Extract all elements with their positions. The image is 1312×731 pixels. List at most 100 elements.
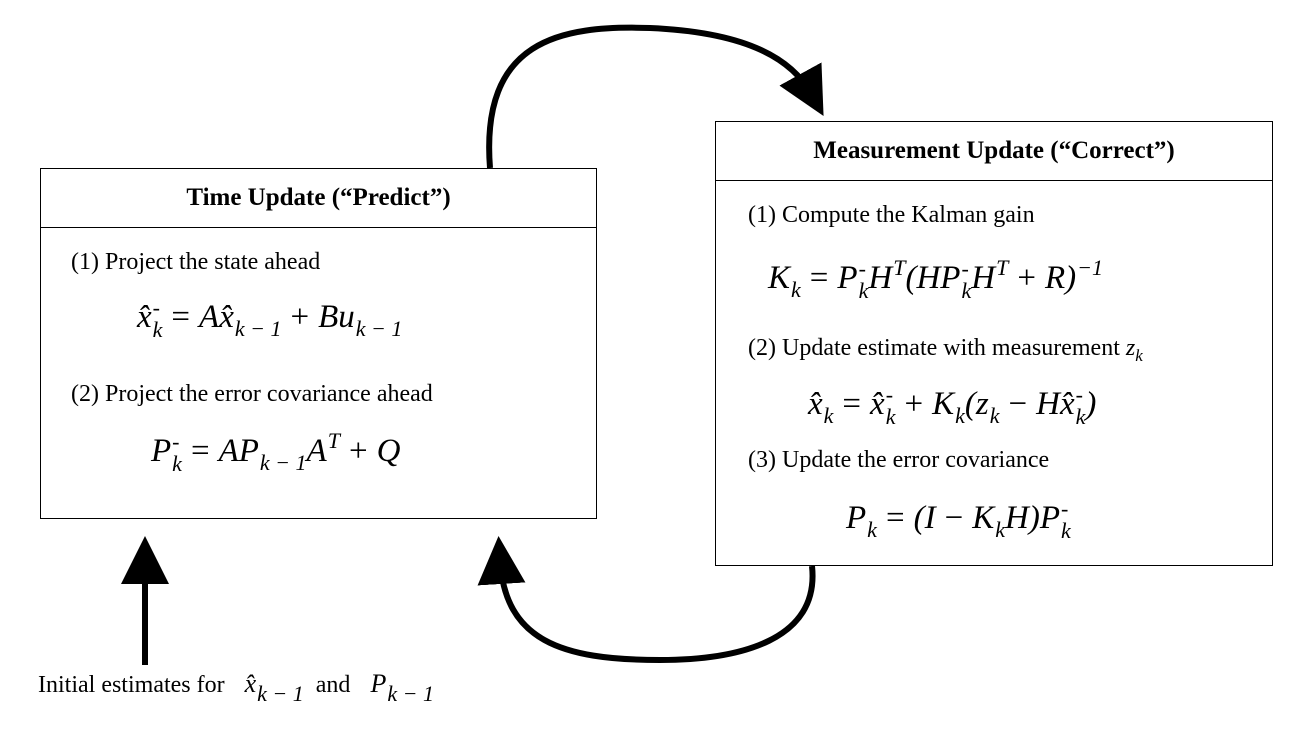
equation-operator: = xyxy=(190,433,210,469)
equation-operator: + xyxy=(1017,260,1036,296)
equation-symbol: A xyxy=(199,299,220,335)
subscript: k xyxy=(989,403,1000,428)
measurement-update-step-2: (2) Update estimate with measurement zk xyxy=(748,335,1143,366)
superscript: - xyxy=(172,429,180,454)
equation-symbol: I xyxy=(924,500,936,536)
equation-symbol: P-k xyxy=(151,429,182,476)
subscript: k xyxy=(1060,518,1071,543)
subscript: k − 1 xyxy=(257,681,304,706)
equation-operator: + xyxy=(348,433,368,469)
initial-and-text: and xyxy=(315,672,351,698)
measurement-update-title: Measurement Update (“Correct”) xyxy=(716,122,1272,181)
equation-symbol: ) xyxy=(1085,386,1097,422)
equation-symbol: x̂-k xyxy=(1059,382,1086,429)
subscript: k − 1 xyxy=(387,681,434,706)
equation-symbol: x̂k − 1 xyxy=(219,299,282,341)
equation-symbol: )−1 xyxy=(1065,255,1103,297)
equation-symbol: x̂-k xyxy=(137,295,163,342)
initial-estimates-text: Initial estimates for xyxy=(38,672,225,698)
initial-state-symbol: x̂k − 1 xyxy=(244,669,304,706)
subscript: k xyxy=(172,451,182,476)
subscript: k xyxy=(961,278,972,303)
measurement-variable-subscript: k xyxy=(1135,345,1143,365)
subscript: k xyxy=(1075,404,1086,429)
equation-symbol: P-k xyxy=(1039,496,1071,543)
subscript: k − 1 xyxy=(355,316,403,341)
superscript: T xyxy=(996,255,1009,280)
equation-operator: + xyxy=(290,299,310,335)
superscript: T xyxy=(327,428,340,453)
time-update-step-1: (1) Project the state ahead xyxy=(71,249,321,275)
equation-operator: = xyxy=(171,299,191,335)
subscript: k xyxy=(867,517,877,542)
subscript: k xyxy=(858,278,869,303)
equation-symbol: x̂k − 1 xyxy=(244,669,304,706)
superscript: - xyxy=(858,256,866,281)
equation-symbol: Q xyxy=(376,433,401,469)
equation-symbol: P-k xyxy=(940,256,972,303)
subscript: k − 1 xyxy=(234,316,282,341)
subscript: k xyxy=(885,404,896,429)
equation-symbol: ) xyxy=(1028,500,1040,536)
correct-to-predict-arrow xyxy=(477,536,816,664)
time-update-box: Time Update (“Predict”) (1) Project the … xyxy=(40,168,597,519)
superscript: - xyxy=(1075,382,1083,407)
equation-symbol: P-k xyxy=(837,256,869,303)
step-2-label: (2) Update estimate with measurement xyxy=(748,335,1120,361)
measurement-variable: z xyxy=(1125,335,1136,361)
equation-symbol: B xyxy=(318,299,339,335)
equation-symbol: x̂k xyxy=(808,386,834,428)
measurement-update-step-1: (1) Compute the Kalman gain xyxy=(748,202,1035,228)
measurement-update-step-3: (3) Update the error covariance xyxy=(748,447,1050,473)
predict-to-correct-arrow xyxy=(486,24,824,169)
time-update-title: Time Update (“Predict”) xyxy=(41,169,596,228)
time-update-step-2: (2) Project the error covariance ahead xyxy=(71,381,433,407)
subscript: k xyxy=(995,517,1005,542)
equation-operator: + xyxy=(904,386,924,422)
equation-symbol: H xyxy=(1036,386,1060,422)
superscript: - xyxy=(885,382,894,407)
equation-operator: = xyxy=(809,260,829,296)
equation-symbol: A xyxy=(218,433,239,469)
equation-symbol: x̂-k xyxy=(870,382,896,429)
equation-operator: − xyxy=(944,500,964,536)
equation-symbol: R xyxy=(1044,260,1066,296)
subscript: k xyxy=(955,403,965,428)
equation-symbol: ( xyxy=(913,500,925,536)
equation-symbol: ( xyxy=(964,386,976,422)
equation-operator: = xyxy=(885,500,905,536)
subscript: k xyxy=(791,277,801,302)
superscript: - xyxy=(152,295,160,320)
equation-symbol: H xyxy=(916,260,941,296)
superscript: - xyxy=(961,256,969,281)
equation-symbol: ( xyxy=(905,260,917,296)
subscript: k xyxy=(152,317,163,342)
superscript: T xyxy=(893,255,906,280)
measurement-update-box: Measurement Update (“Correct”) (1) Compu… xyxy=(715,121,1273,566)
equation-operator: = xyxy=(842,386,862,422)
superscript: - xyxy=(1060,496,1069,521)
subscript: k − 1 xyxy=(259,450,307,475)
equation-operator: − xyxy=(1008,386,1028,422)
subscript: k xyxy=(823,403,834,428)
superscript: −1 xyxy=(1077,255,1103,280)
